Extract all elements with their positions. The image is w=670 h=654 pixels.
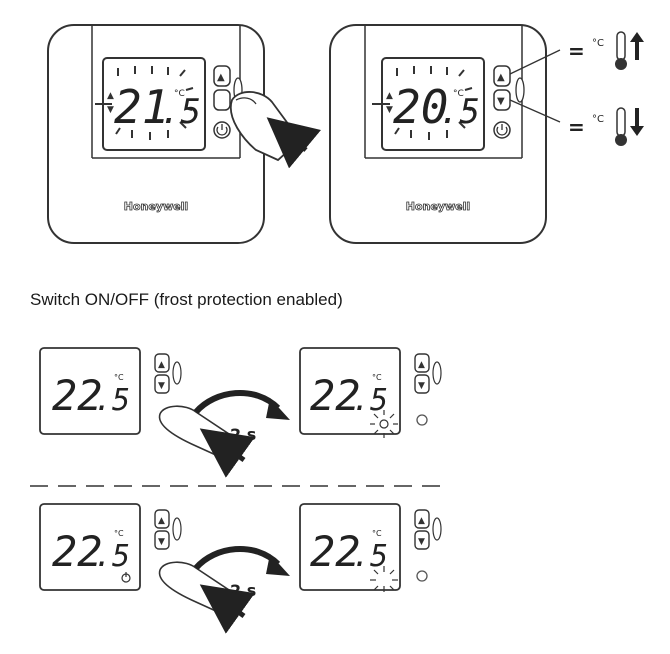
power-blink-icon <box>370 566 398 592</box>
down-arrow-icon: ▼ <box>418 381 425 391</box>
thermostat-right: ▲ ▼ 20 .5 °C ▲ ▼ Honeywell <box>329 24 561 244</box>
down-button[interactable] <box>154 374 170 394</box>
power-button[interactable] <box>416 570 428 582</box>
svg-text:.5: .5 <box>352 539 388 574</box>
lcd-display <box>299 347 401 435</box>
temperature-main: 20 <box>393 80 448 134</box>
unit-label: °C <box>174 89 185 99</box>
power-button[interactable] <box>416 414 428 426</box>
svg-text:°C: °C <box>114 529 124 538</box>
svg-text:=: = <box>568 39 585 63</box>
section-caption: Switch ON/OFF (frost protection enabled) <box>30 290 343 309</box>
down-arrow-icon: ▼ <box>158 381 165 391</box>
down-arrow-icon: ▼ <box>418 537 425 547</box>
svg-text:22: 22 <box>310 371 361 420</box>
svg-text:22: 22 <box>52 371 103 420</box>
transition-arrow <box>193 545 281 571</box>
svg-text:=: = <box>568 115 585 139</box>
down-button[interactable] <box>154 530 170 550</box>
power-blink-icon <box>370 410 398 438</box>
up-button[interactable] <box>493 65 511 87</box>
temperature-decimal: .5 <box>160 92 201 132</box>
flash-rays <box>372 66 473 140</box>
switch-on-step: 22 .5 °C ▲ ▼ 2 s 22 .5 °C ▲ ▼ <box>39 347 442 478</box>
down-button[interactable] <box>414 530 430 550</box>
finger-icon <box>158 561 234 614</box>
transition-arrow <box>193 389 281 415</box>
svg-text:°C: °C <box>372 529 382 538</box>
svg-text:°C: °C <box>592 38 604 49</box>
svg-text:.5: .5 <box>94 539 130 574</box>
press-arrow <box>266 117 322 169</box>
svg-text:°C: °C <box>372 373 382 382</box>
brand-logo: Honeywell <box>124 200 188 213</box>
svg-text:22: 22 <box>52 527 103 576</box>
thermometer-down-icon <box>616 107 626 137</box>
power-icon <box>496 126 508 136</box>
up-button[interactable] <box>154 353 170 373</box>
thermostat-left: ▲ ▼ 21 .5 °C ▲ Honeywell <box>47 24 322 244</box>
switch-off-step: 22 .5 °C ▲ ▼ 2 s 22 .5 °C ▲ ▼ <box>39 503 442 634</box>
power-icon <box>216 126 228 136</box>
svg-text:°C: °C <box>592 114 604 125</box>
up-button[interactable] <box>414 353 430 373</box>
brand-logo: Honeywell <box>406 200 470 213</box>
up-button[interactable] <box>414 509 430 529</box>
lcd-display <box>39 347 141 435</box>
finger-icon <box>158 405 234 458</box>
up-arrow-icon: ▲ <box>158 516 165 526</box>
up-arrow-icon: ▲ <box>217 72 225 83</box>
unit-label: °C <box>453 89 464 99</box>
legend-decrease: = °C <box>568 107 644 146</box>
svg-text:▲: ▲ <box>386 91 393 101</box>
svg-text:.5: .5 <box>352 383 388 418</box>
up-button[interactable] <box>213 65 231 87</box>
lcd-display <box>39 503 141 591</box>
temperature-main: 21 <box>114 80 169 134</box>
down-button[interactable] <box>213 89 231 111</box>
down-arrow-icon: ▼ <box>158 537 165 547</box>
svg-text:▼: ▼ <box>386 105 393 115</box>
hold-duration: 2 s <box>230 581 256 600</box>
press-arrow <box>199 584 255 634</box>
svg-text:▼: ▼ <box>107 105 114 115</box>
down-button[interactable] <box>414 374 430 394</box>
svg-text:22: 22 <box>310 527 361 576</box>
thermometer-up-icon <box>616 31 626 61</box>
flash-rays <box>95 66 194 140</box>
legend-increase: = °C <box>568 31 644 70</box>
svg-text:▲: ▲ <box>107 91 114 101</box>
up-arrow-icon: ▲ <box>158 360 165 370</box>
press-arrow <box>199 428 255 478</box>
hold-duration: 2 s <box>230 425 256 444</box>
down-arrow-icon: ▼ <box>497 96 505 107</box>
up-button[interactable] <box>154 509 170 529</box>
up-arrow-icon: ▲ <box>418 360 425 370</box>
lcd-display <box>299 503 401 591</box>
up-arrow-icon: ▲ <box>497 72 505 83</box>
temperature-decimal: .5 <box>439 92 480 132</box>
svg-text:.5: .5 <box>94 383 130 418</box>
svg-text:°C: °C <box>114 373 124 382</box>
up-arrow-icon: ▲ <box>418 516 425 526</box>
